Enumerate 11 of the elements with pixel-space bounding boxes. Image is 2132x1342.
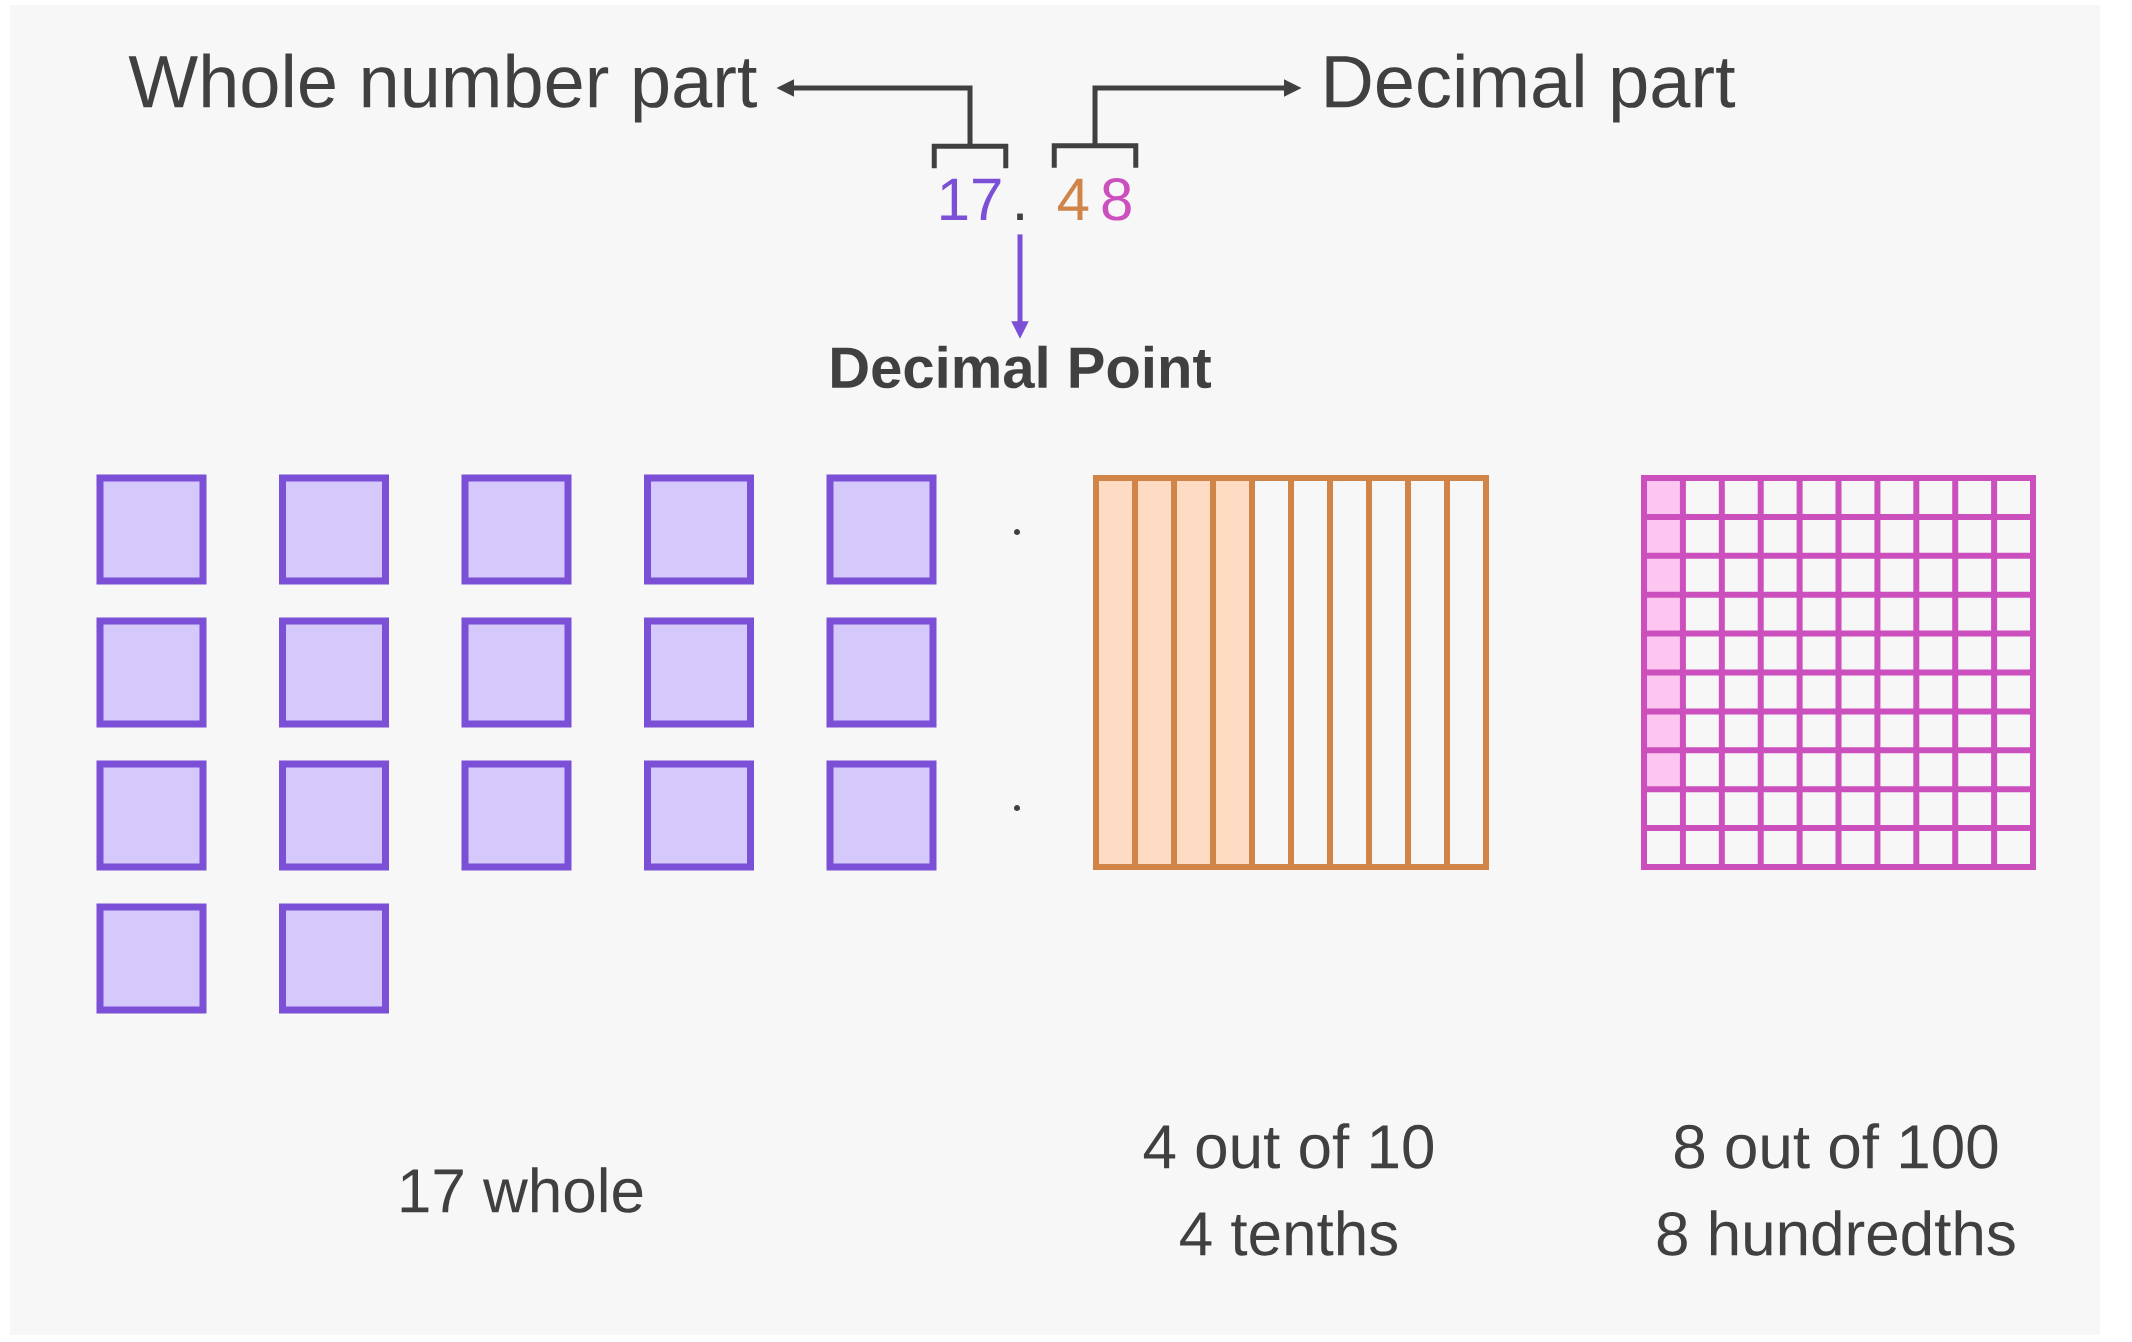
number-digits: 4 8 — [1058, 178, 1131, 221]
caption-text: 8 hundredths — [1657, 1210, 2015, 1256]
label-text: Decimal Point — [832, 345, 1211, 389]
label-text: Whole number part — [128, 53, 757, 123]
caption-text: 17 whole — [401, 1167, 643, 1213]
caption-text: 8 out of 100 — [1674, 1123, 1998, 1169]
number-digits: 17 — [941, 178, 1001, 220]
decimal-point-symbol: . — [1017, 213, 1023, 220]
label-text: Decimal part — [1326, 53, 1736, 123]
caption-text: 4 out of 10 — [1143, 1123, 1434, 1169]
caption-text: 4 tenths — [1180, 1210, 1397, 1256]
